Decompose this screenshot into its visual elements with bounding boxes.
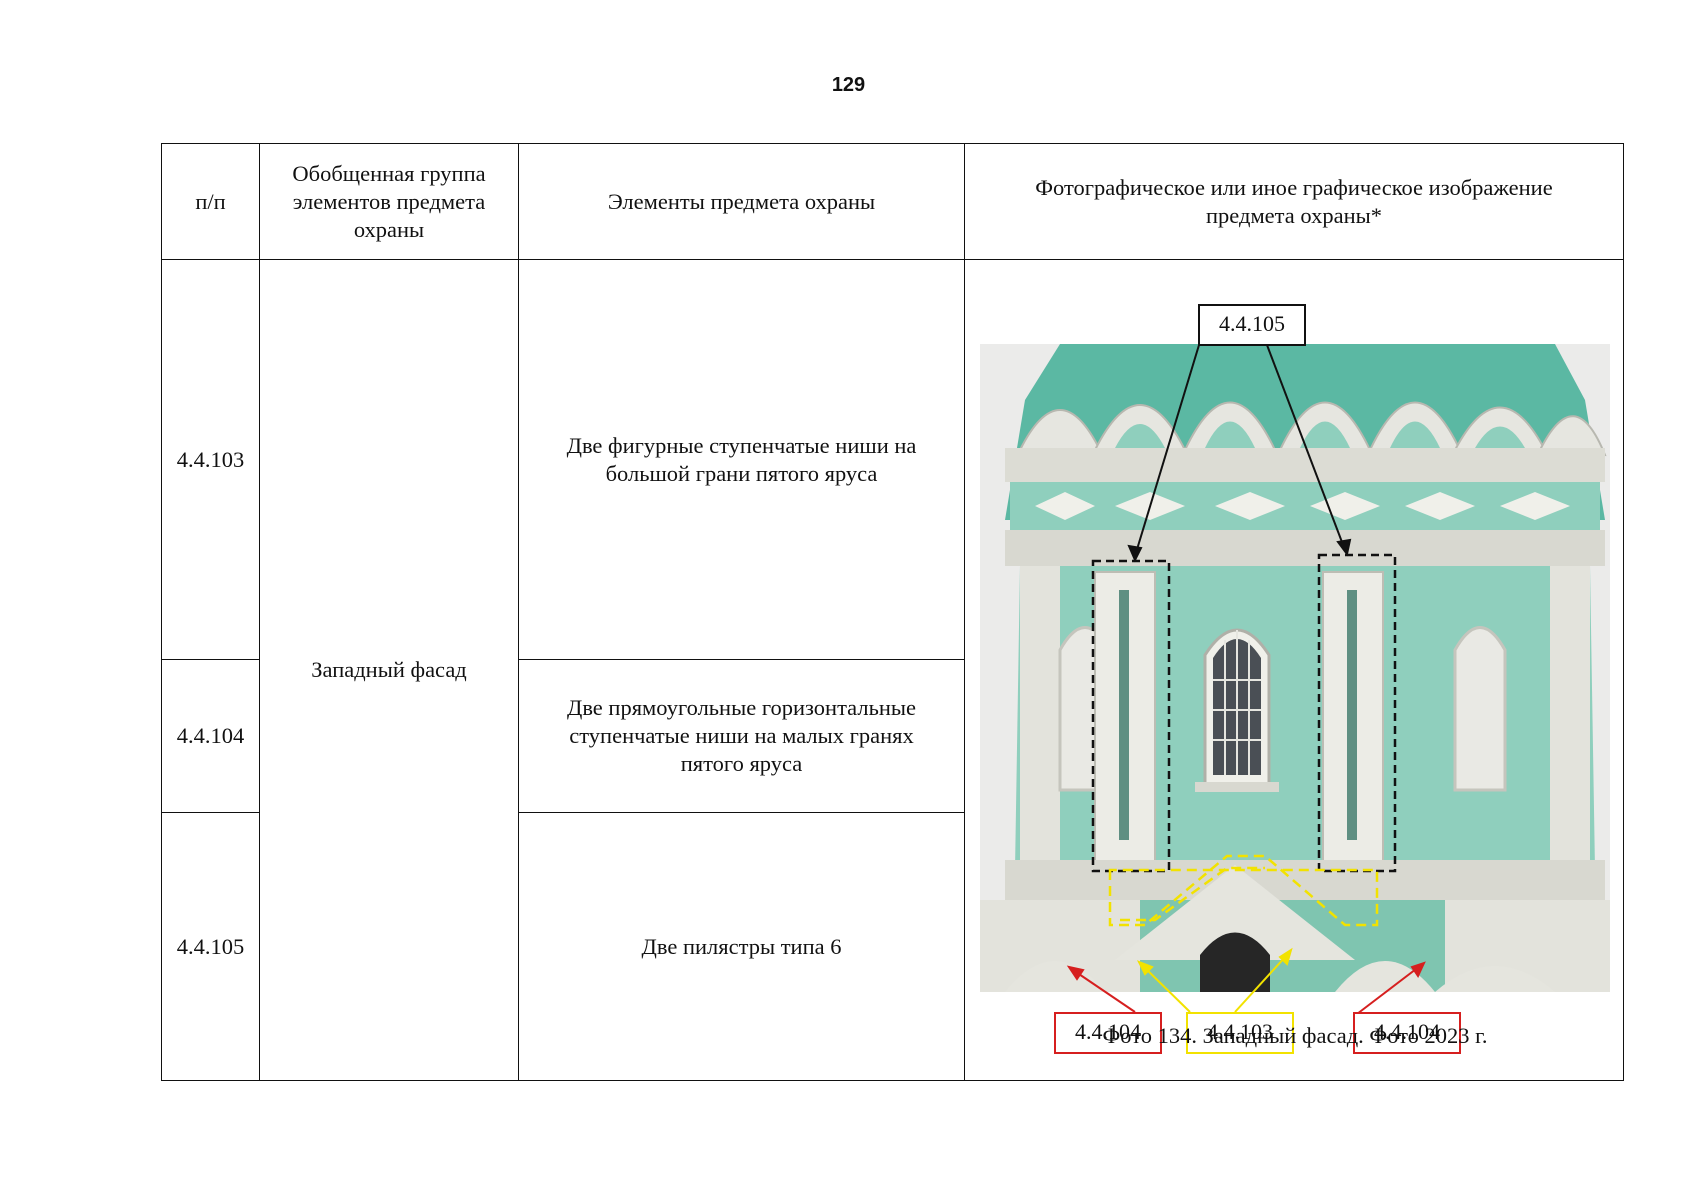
header-elements: Элементы предмета охраны <box>518 143 965 260</box>
row-element: Две фигурные ступенчатые ниши на большой… <box>518 259 965 660</box>
header-group: Обобщенная группа элементов предмета охр… <box>259 143 519 260</box>
arch-inner <box>1115 421 1525 448</box>
photo-cell: 4.4.105 4.4.104 4.4.103 4.4.104 Фото 134… <box>964 259 1625 1081</box>
photo-caption: Фото 134. Западный фасад. Фото 2023 г. <box>1102 1023 1488 1048</box>
wall <box>1015 566 1595 870</box>
leader-lines-red <box>1066 961 1426 1015</box>
table-header-row: п/п Обобщенная группа элементов предмета… <box>161 143 1624 260</box>
pier-right <box>1550 566 1590 870</box>
table-row: 4.4.105 Две пилястры типа 6 <box>161 812 1624 1081</box>
pilaster-right-groove <box>1347 590 1357 840</box>
page-number: 129 <box>831 74 866 96</box>
group-value: Западный фасад <box>259 259 519 1081</box>
callout-bottom-left: 4.4.104 <box>1054 1012 1162 1054</box>
cornice-upper <box>1005 448 1605 482</box>
row-num: 4.4.103 <box>161 259 260 660</box>
row-element: Две пилястры типа 6 <box>518 812 965 1081</box>
cornice-lower <box>1005 530 1605 566</box>
gable <box>1115 865 1355 960</box>
niche-dashed-frame <box>1108 854 1379 927</box>
side-niche-right <box>1453 626 1507 792</box>
tower-photo <box>980 344 1610 1015</box>
pier-left <box>1020 566 1060 870</box>
photo-area: 4.4.105 4.4.104 4.4.103 4.4.104 Фото 134… <box>965 260 1625 1080</box>
callout-top: 4.4.105 <box>1198 304 1306 346</box>
row-element: Две прямоугольные горизонтальные ступенч… <box>518 659 965 813</box>
row-num: 4.4.104 <box>161 659 260 813</box>
callout-bottom-right: 4.4.104 <box>1353 1012 1461 1054</box>
window-mullions <box>1213 630 1261 775</box>
leader-lines-black <box>1127 344 1352 563</box>
header-num: п/п <box>161 143 260 260</box>
gable-opening <box>1200 932 1270 992</box>
lower-cornice <box>1005 860 1605 900</box>
table-row: 4.4.103 Западный фасад Две фигурные ступ… <box>161 259 1624 1081</box>
niche-dashed-inner <box>1120 866 1265 922</box>
callout-bottom-center: 4.4.103 <box>1186 1012 1294 1054</box>
header-image: Фотографическое или иное графическое изо… <box>964 143 1624 260</box>
protection-table: п/п Обобщенная группа элементов предмета… <box>161 143 1624 1081</box>
row-num: 4.4.105 <box>161 812 260 1081</box>
window-sill <box>1195 782 1279 792</box>
pilaster-left-groove <box>1119 590 1129 840</box>
leader-lines-yellow <box>1136 947 1293 1013</box>
